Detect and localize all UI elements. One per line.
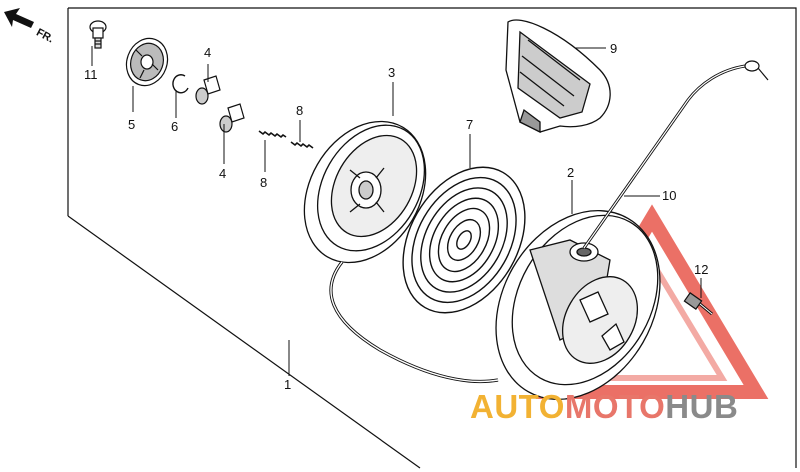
diagram-frame xyxy=(67,7,797,469)
part-label-11: 11 xyxy=(84,67,98,82)
watermark-auto: AUTO xyxy=(470,388,565,425)
part-label-1: 1 xyxy=(284,377,292,392)
part-label-8-left: 8 xyxy=(260,175,268,190)
watermark-logo: AUTOMOTOHUB xyxy=(470,388,738,426)
part-9-grip xyxy=(505,19,611,134)
front-direction-arrow xyxy=(4,8,34,28)
part-4-ratchet-lower xyxy=(219,103,245,133)
part-3-reel xyxy=(303,120,427,264)
part-12-bolt xyxy=(683,292,713,316)
part-label-6: 6 xyxy=(171,119,179,134)
part-label-4-upper: 4 xyxy=(204,45,212,60)
part-label-10: 10 xyxy=(662,188,677,203)
part-8-spring-left xyxy=(258,130,287,139)
part-label-4-lower: 4 xyxy=(219,166,227,181)
part-2-case xyxy=(495,209,661,401)
part-label-2: 2 xyxy=(567,165,575,180)
part-10-rope-inner xyxy=(583,65,746,249)
watermark-moto: MOTO xyxy=(564,388,666,425)
part-label-3: 3 xyxy=(388,65,396,80)
part-8-spring-right xyxy=(290,141,314,149)
part-label-7: 7 xyxy=(466,117,474,132)
part-1-rope-inner xyxy=(330,261,499,383)
part-7-recoil-spring xyxy=(402,166,526,314)
part-label-9: 9 xyxy=(610,41,618,56)
leader-lines xyxy=(91,46,702,376)
part-1-rope xyxy=(329,261,499,384)
part-10-rope-end xyxy=(744,60,769,81)
part-label-5: 5 xyxy=(128,117,136,132)
part-label-12: 12 xyxy=(694,262,709,277)
part-label-8-right: 8 xyxy=(296,103,304,118)
part-5-drive-plate xyxy=(125,37,169,87)
watermark-hub: HUB xyxy=(665,388,739,425)
part-6-circlip xyxy=(172,74,189,94)
part-11-bolt xyxy=(89,20,107,49)
